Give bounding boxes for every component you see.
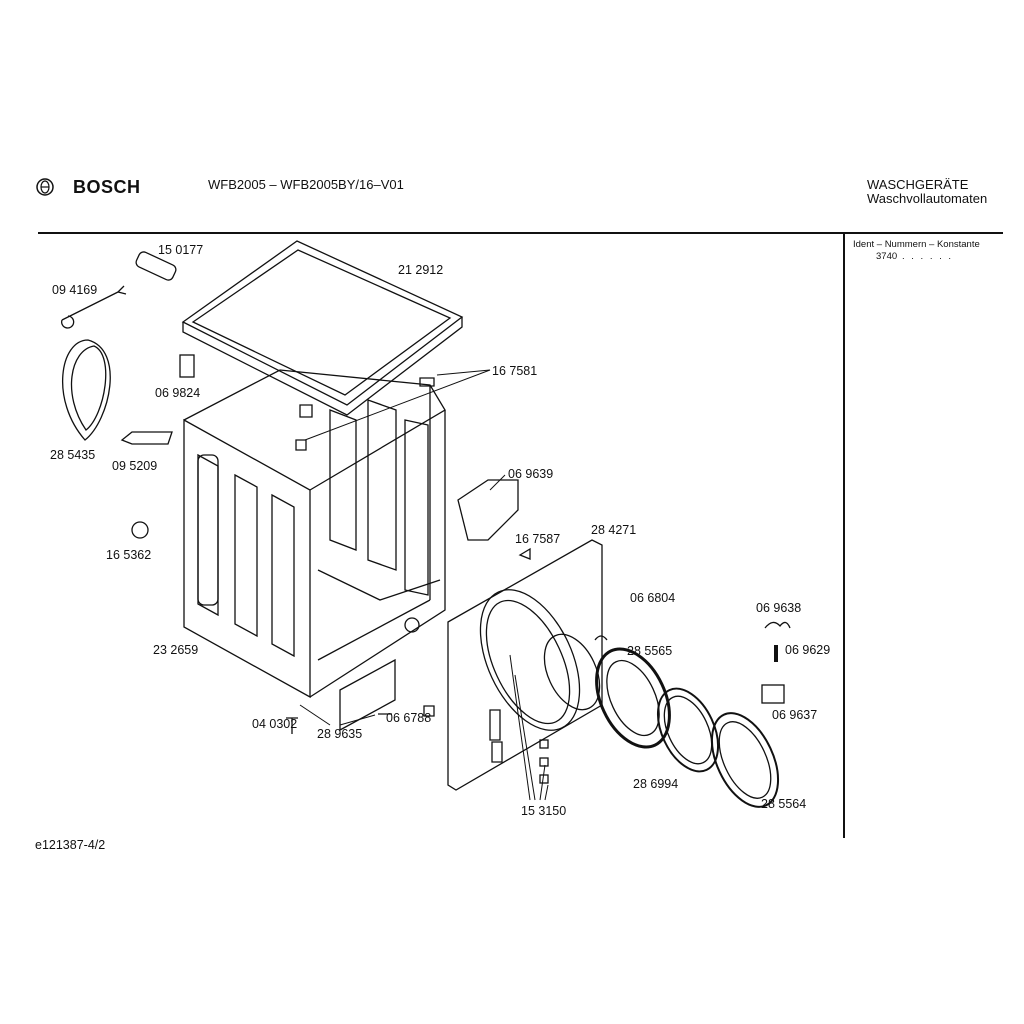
part-label: 16 7587 xyxy=(515,532,561,546)
part-label: 06 9637 xyxy=(772,708,818,722)
top-lid xyxy=(181,240,464,416)
part-label: 06 9629 xyxy=(785,643,831,657)
part-label: 06 9639 xyxy=(508,467,554,481)
small-parts xyxy=(61,251,791,784)
part-label: 28 4271 xyxy=(591,523,637,537)
subcategory: Waschvollautomaten xyxy=(867,191,988,206)
side-divider xyxy=(843,233,845,838)
brand-name: BOSCH xyxy=(73,177,141,197)
part-label: 04 0302 xyxy=(252,717,298,731)
category: WASCHGERÄTE xyxy=(867,177,969,192)
part-label: 21 2912 xyxy=(398,263,444,277)
part-label: 28 5564 xyxy=(761,797,807,811)
part-label: 06 6788 xyxy=(386,711,432,725)
header-divider xyxy=(38,232,1003,234)
front-panel xyxy=(447,539,603,791)
part-label: 06 6804 xyxy=(630,591,676,605)
part-label: 09 4169 xyxy=(52,283,98,297)
model-title: WFB2005 – WFB2005BY/16–V01 xyxy=(208,177,404,192)
part-label: 28 6994 xyxy=(633,777,679,791)
part-label: 16 5362 xyxy=(106,548,152,562)
leader-lines xyxy=(299,369,549,801)
ident-value: 3740 xyxy=(876,251,898,262)
part-label: 15 3150 xyxy=(521,804,567,818)
cabinet xyxy=(183,369,446,699)
ident-dots: . . . . . . xyxy=(902,251,954,262)
part-label: 06 9824 xyxy=(155,386,201,400)
part-label: 15 0177 xyxy=(158,243,204,257)
part-label: 28 9635 xyxy=(317,727,363,741)
part-label: 09 5209 xyxy=(112,459,158,473)
document-id: e121387-4/2 xyxy=(35,838,106,852)
part-label: 28 5565 xyxy=(627,644,673,658)
part-label: 06 9638 xyxy=(756,601,802,615)
part-label: 16 7581 xyxy=(492,364,538,378)
door-parts xyxy=(543,633,780,808)
part-label: 28 5435 xyxy=(50,448,96,462)
part-label: 23 2659 xyxy=(153,643,199,657)
bosch-logo-icon xyxy=(36,178,54,196)
ident-heading: Ident – Nummern – Konstante xyxy=(853,239,980,250)
